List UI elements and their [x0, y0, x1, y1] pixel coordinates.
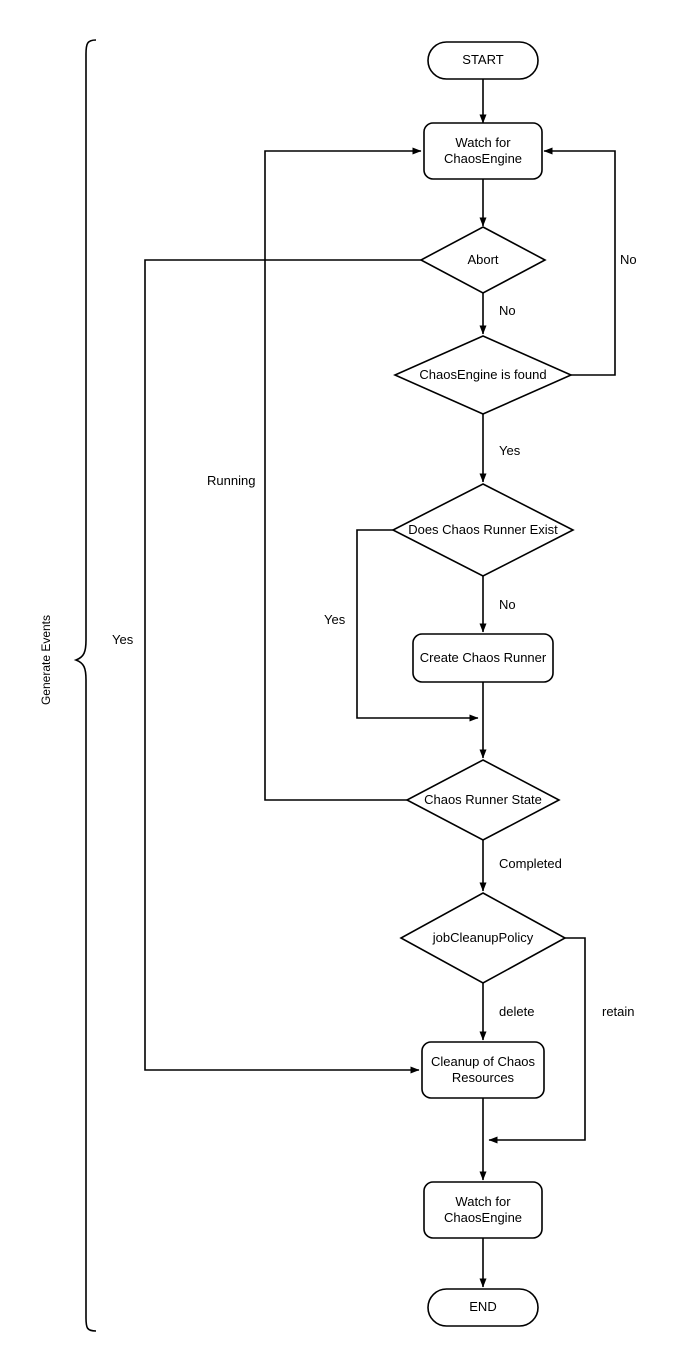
create-chaos-runner-shape: [412, 633, 554, 683]
generate-events-bracket: [73, 39, 97, 1332]
watch-chaosengine-bottom-shape: [423, 1181, 543, 1239]
edge-exist-yes-loop: [356, 529, 479, 722]
runner-state-decision-shape: [405, 759, 561, 841]
runner-exist-decision-shape: [391, 483, 575, 577]
edge-state-running-loop: [264, 147, 422, 801]
chaosengine-found-decision-shape: [393, 335, 573, 415]
cleanup-resources-shape: [421, 1041, 545, 1099]
edge-policy-retain-loop: [488, 937, 586, 1144]
cleanup-policy-decision-shape: [399, 892, 567, 984]
edge-abort-yes-loop: [144, 259, 421, 1074]
start-node-shape: [427, 41, 539, 80]
end-node-shape: [427, 1288, 539, 1327]
edge-found-no-loop: [543, 147, 616, 376]
watch-chaosengine-top-shape: [423, 122, 543, 180]
abort-decision-shape: [419, 226, 547, 294]
